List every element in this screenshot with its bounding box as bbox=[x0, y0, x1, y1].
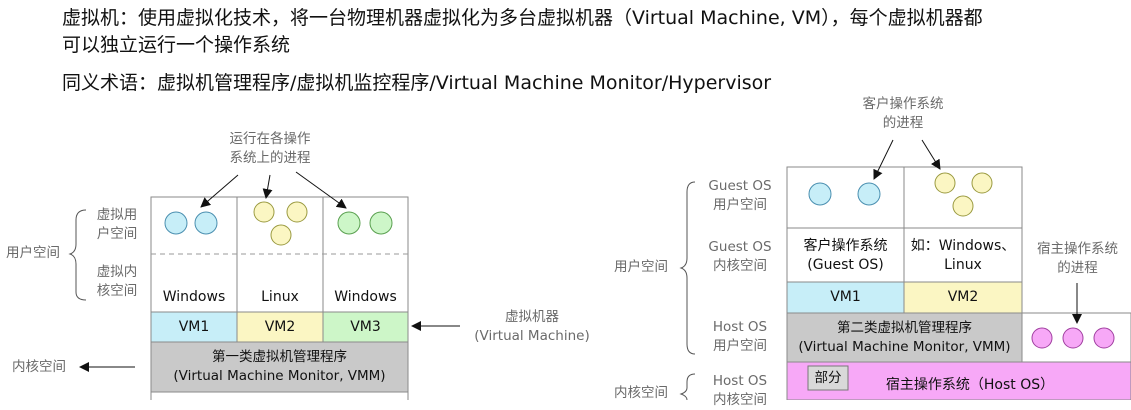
type1-vmm-box: 第一类虚拟机管理程序 (Virtual Machine Monitor, VMM… bbox=[173, 349, 386, 384]
left-kernel-space-label: 内核空间 bbox=[12, 359, 66, 375]
vm-label: VM2 bbox=[947, 289, 979, 305]
os-label: Windows bbox=[162, 288, 226, 305]
virtual-user-space-label: 虚拟用 户空间 bbox=[96, 207, 138, 242]
process-circle bbox=[337, 211, 361, 235]
host-kernel-space-label: Host OS 内核空间 bbox=[712, 373, 768, 408]
process-circle bbox=[1031, 327, 1053, 349]
host-process-annotation: 宿主操作系统 的进程 bbox=[1037, 241, 1118, 276]
partial-box: 部分 bbox=[814, 369, 842, 386]
os-label: Windows bbox=[334, 288, 397, 305]
process-circle bbox=[952, 195, 974, 217]
definition-line-1: 虚拟机：使用虚拟化技术，将一台物理机器虚拟化为多台虚拟机器（Virtual Ma… bbox=[62, 7, 983, 29]
guest-os-box: 客户操作系统 (Guest OS) bbox=[803, 238, 888, 273]
example-os-box: 如：Windows、 Linux bbox=[910, 238, 1016, 273]
vm-label: VM1 bbox=[830, 289, 861, 305]
process-circle bbox=[1062, 327, 1084, 349]
left-user-space-label: 用户空间 bbox=[6, 245, 60, 261]
process-circle bbox=[934, 172, 956, 194]
process-circle bbox=[194, 211, 218, 235]
process-circle bbox=[971, 172, 993, 194]
process-circle bbox=[857, 182, 881, 206]
diagram-graphics bbox=[68, 139, 1131, 400]
process-circle bbox=[808, 182, 832, 206]
process-circle bbox=[270, 224, 292, 246]
process-circle bbox=[286, 201, 308, 223]
virtual-machine-callout: 虚拟机器 (Virtual Machine) bbox=[474, 309, 590, 344]
right-kernel-space-label: 内核空间 bbox=[614, 385, 668, 401]
synonyms-line: 同义术语：虚拟机管理程序/虚拟机监控程序/Virtual Machine Mon… bbox=[62, 72, 772, 94]
vm-label: VM1 bbox=[178, 318, 210, 335]
guest-user-space-label: Guest OS 用户空间 bbox=[708, 178, 772, 213]
vm-label: VM2 bbox=[264, 318, 296, 335]
process-circle bbox=[1093, 327, 1115, 349]
host-os-label: 宿主操作系统（Host OS） bbox=[885, 376, 1055, 393]
right-user-space-label: 用户空间 bbox=[614, 259, 668, 275]
vm-label: VM3 bbox=[350, 318, 381, 335]
type2-vmm-box: 第二类虚拟机管理程序 (Virtual Machine Monitor, VMM… bbox=[798, 319, 1011, 355]
os-label: Linux bbox=[261, 288, 299, 305]
virtual-kernel-space-label: 虚拟内 核空间 bbox=[96, 264, 138, 299]
process-circle bbox=[164, 211, 188, 235]
guest-kernel-space-label: Guest OS 内核空间 bbox=[708, 239, 772, 274]
host-user-space-label: Host OS 用户空间 bbox=[712, 319, 768, 354]
process-circle bbox=[369, 211, 393, 235]
left-annotation: 运行在各操作 系统上的进程 bbox=[229, 131, 311, 166]
right-annotation: 客户操作系统 的进程 bbox=[862, 96, 944, 131]
process-circle bbox=[253, 201, 275, 223]
definition-line-2: 可以独立运行一个操作系统 bbox=[62, 34, 291, 56]
